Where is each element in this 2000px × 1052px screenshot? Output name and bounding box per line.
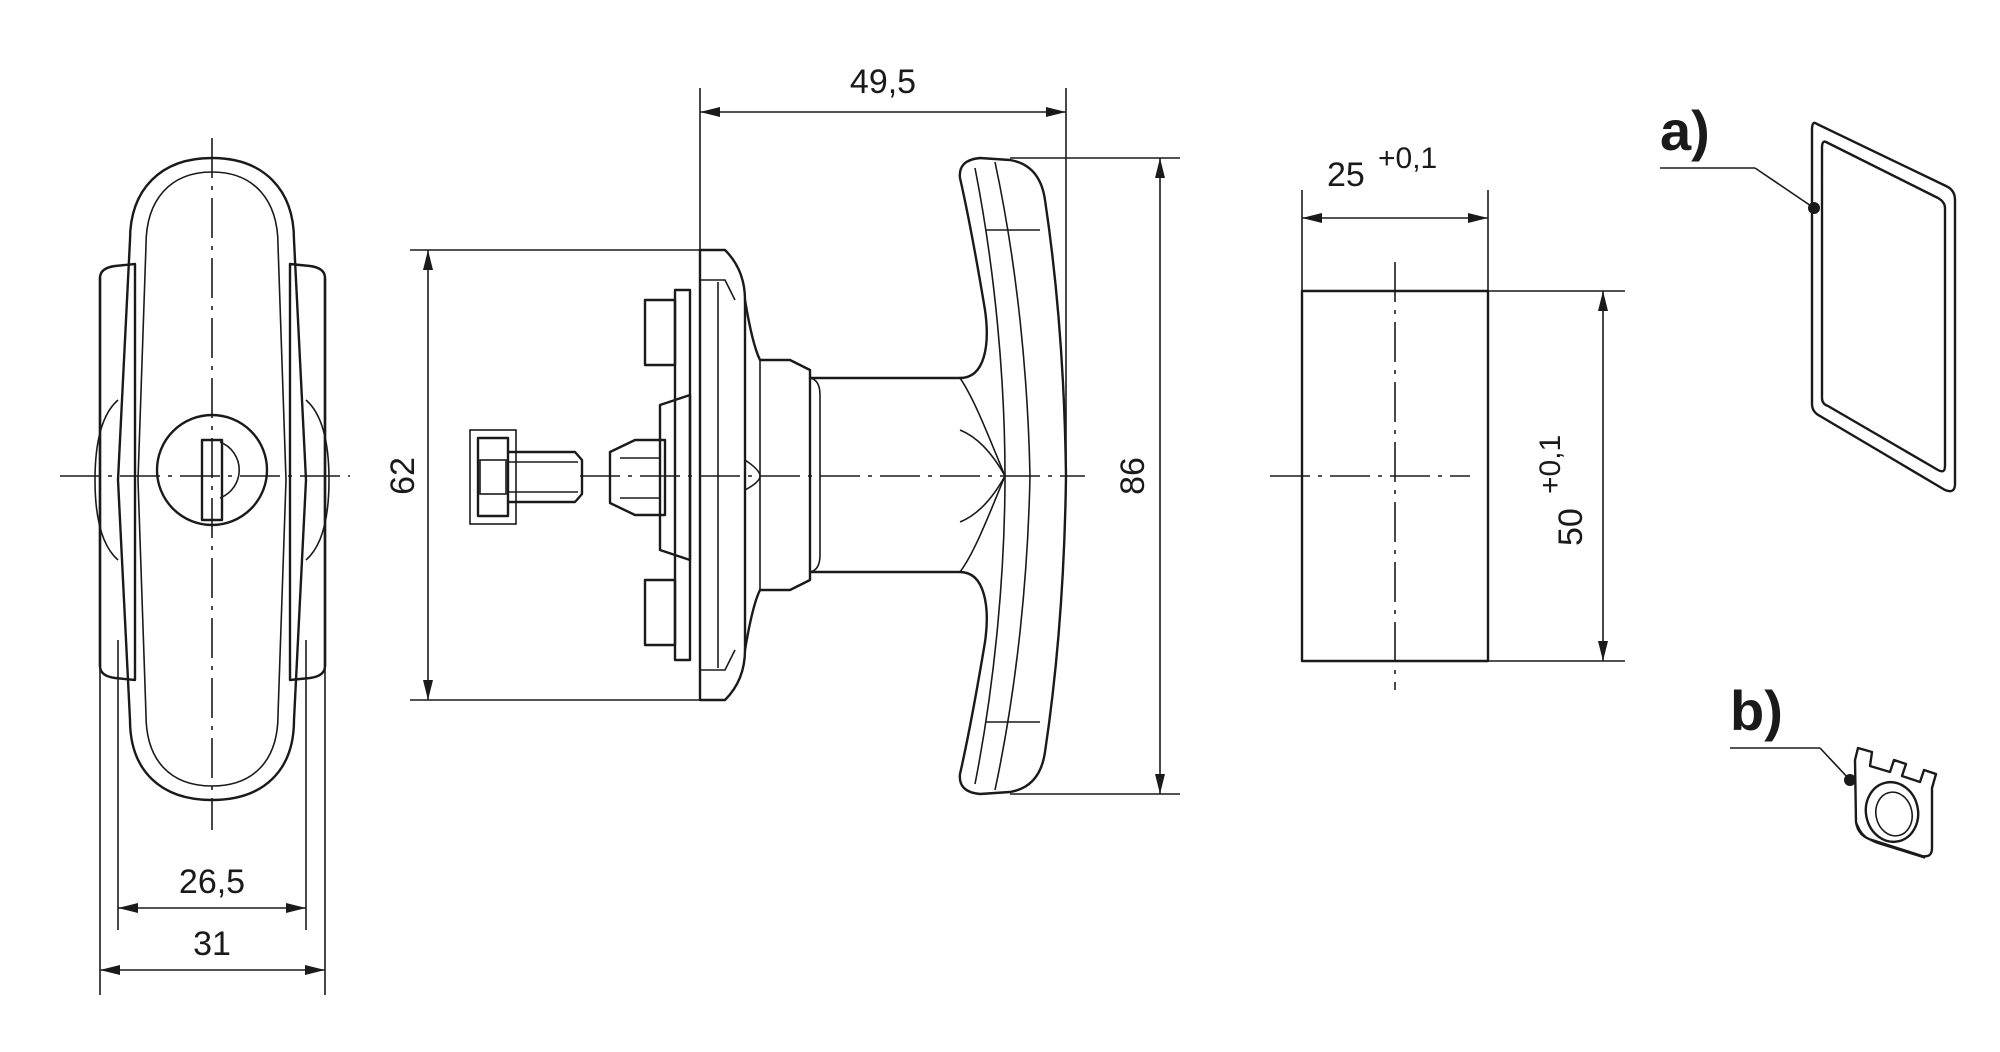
side-mount-block-bottom [643, 578, 677, 647]
dim-tol-25: +0,1 [1378, 142, 1437, 175]
accessory-a: a) [1660, 99, 1957, 493]
callout-dot-a [1808, 202, 1820, 214]
cutout-view: 25 +0,1 50 +0,1 [1270, 142, 1625, 690]
front-view: 26,5 31 [60, 138, 350, 995]
dim-label-31: 31 [193, 925, 231, 963]
callout-dot-b [1844, 774, 1856, 786]
front-rear-housing [98, 262, 137, 682]
side-view: 62 49,5 86 [384, 63, 1180, 796]
lock-ring-hole [1864, 780, 1920, 844]
dim-label-49-5: 49,5 [850, 63, 916, 101]
callout-label-b: b) [1730, 679, 1783, 742]
dim-label-86: 86 [1114, 457, 1152, 495]
dim-label-62: 62 [384, 457, 422, 495]
side-mount-block-top [643, 298, 677, 367]
dim-label-26-5: 26,5 [179, 863, 245, 901]
front-rear-housing-right [288, 262, 327, 682]
dim-tol-50: +0,1 [1534, 435, 1567, 494]
gasket-inner [1820, 140, 1947, 473]
callout-label-a: a) [1660, 99, 1710, 162]
dim-label-25: 25 [1327, 156, 1365, 194]
dim-label-50: 50 [1552, 508, 1590, 546]
accessory-b: b) [1730, 679, 1938, 859]
gasket-outer [1810, 121, 1957, 493]
side-mount-plate [698, 248, 747, 702]
side-bolt [469, 429, 584, 525]
lock-ring-body [1853, 746, 1938, 858]
